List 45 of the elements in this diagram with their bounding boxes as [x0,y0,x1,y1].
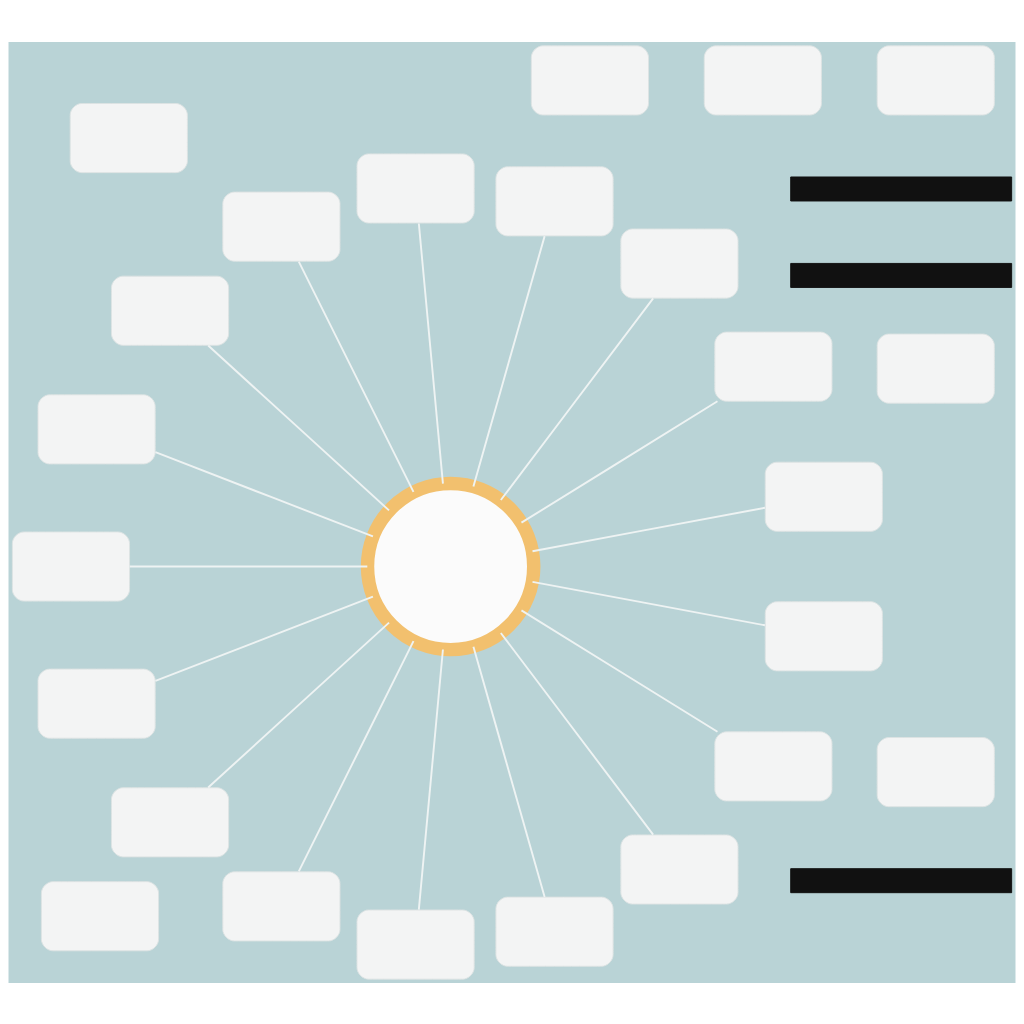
node-box [530,44,649,115]
node-box [714,730,833,801]
connector [472,645,546,898]
node-bar [790,867,1013,893]
node-box [620,228,739,299]
connector [207,621,390,788]
node-box [37,393,156,464]
connector [154,595,374,682]
node-box [356,909,475,980]
connector [128,565,369,567]
connector [499,296,655,501]
node-box [69,102,188,173]
node-box [764,600,883,671]
node-box [714,331,833,402]
connector [297,260,415,493]
connector [472,234,546,487]
node-box [37,668,156,739]
node-box [222,191,341,262]
connector [531,506,766,552]
connector [154,450,374,537]
node-box [764,461,883,532]
node-box [222,870,341,941]
node-circle [360,476,541,656]
node-box [876,44,995,115]
node-box [703,44,822,115]
connector [499,631,655,836]
node-box [11,530,131,602]
connector [520,608,719,733]
node-bar [790,176,1013,201]
connector [531,580,766,626]
node-box [495,896,614,967]
node-box [876,736,995,807]
connector [297,639,415,872]
node-box [110,275,230,346]
node-box [40,880,160,951]
node-bar [790,262,1013,288]
node-box [110,786,230,857]
node-box [620,833,739,905]
connector [417,648,444,910]
node-box [495,165,614,236]
connector [417,222,444,484]
node-box [876,333,995,404]
node-box [356,152,475,224]
connector [207,344,390,511]
connector [520,399,719,524]
